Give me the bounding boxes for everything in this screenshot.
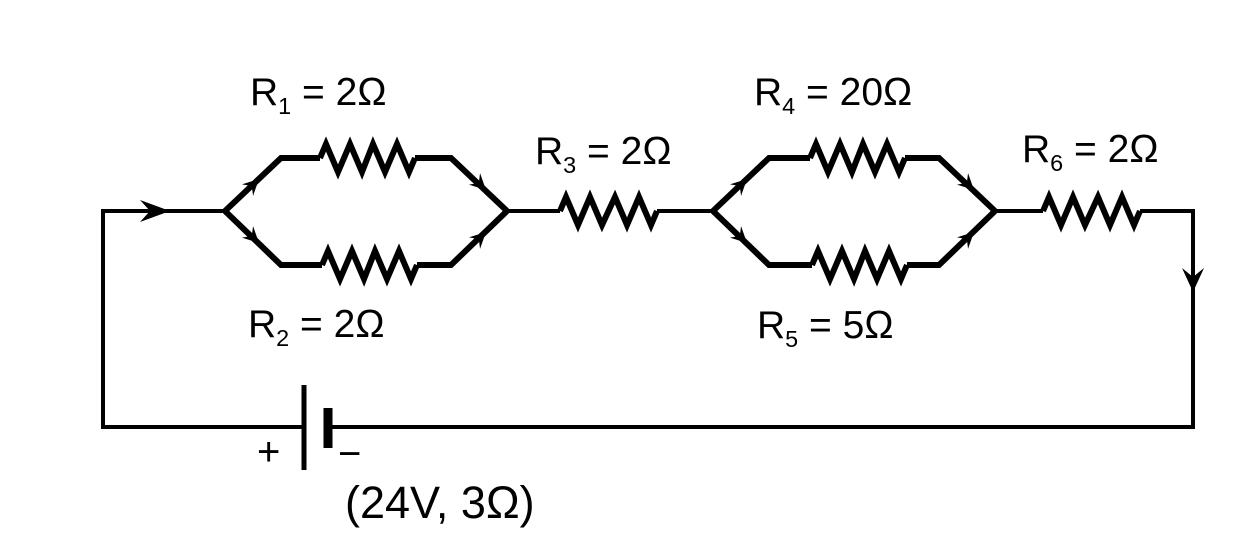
resistor-label-r3: R3 = 2Ω	[535, 130, 672, 177]
branch-pair2-bottom-right	[907, 208, 998, 268]
current-arrow-icon	[140, 200, 170, 222]
resistor-r5-subscript: 5	[785, 325, 799, 352]
resistor-r4-name: R	[754, 71, 783, 114]
branch-pair1-bottom-right	[417, 208, 510, 268]
resistor-r2-name: R	[248, 303, 277, 346]
branch-pair2-top-left	[710, 155, 810, 214]
battery-positive-label: +	[257, 430, 281, 474]
resistor-r4-value: = 20Ω	[795, 71, 913, 114]
resistor-r6-subscript: 6	[1050, 149, 1064, 176]
resistor-symbol-r5	[809, 243, 910, 287]
resistor-symbol-r6	[1040, 189, 1143, 233]
branch-arrow-icon	[729, 179, 747, 196]
resistor-r4-subscript: 4	[782, 92, 796, 119]
resistor-label-r1: R1 = 2Ω	[250, 71, 387, 118]
resistor-r1-value: = 2Ω	[291, 71, 387, 114]
branch-pair1-bottom-left	[222, 208, 322, 268]
resistor-label-r6: R6 = 2Ω	[1022, 128, 1159, 175]
resistor-r6-name: R	[1022, 128, 1051, 171]
branch-pair1-top-right	[415, 155, 510, 214]
branch-arrow-icon	[241, 179, 259, 196]
resistor-r3-name: R	[535, 130, 564, 173]
resistor-r5-name: R	[757, 304, 786, 347]
resistor-r6-value: = 2Ω	[1063, 128, 1159, 171]
battery-negative-label: −	[338, 432, 362, 476]
resistor-label-r4: R4 = 20Ω	[754, 71, 913, 118]
resistor-symbol-r4	[807, 136, 908, 180]
branch-pair2-top-right	[905, 155, 998, 214]
branch-arrow-icon	[956, 173, 974, 190]
wire-right-loop	[328, 209, 1195, 429]
resistor-r1-subscript: 1	[278, 92, 292, 119]
resistor-r5-value: = 5Ω	[798, 304, 894, 347]
branch-pair2-bottom-left	[710, 208, 812, 268]
branch-arrow-icon	[468, 173, 486, 190]
resistor-symbol-r3	[557, 189, 660, 233]
resistor-r3-subscript: 3	[563, 151, 577, 178]
branch-arrow-icon	[241, 226, 259, 243]
current-down-arrow-icon	[1182, 268, 1204, 292]
resistor-r3-value: = 2Ω	[576, 130, 672, 173]
branch-arrow-icon	[956, 232, 974, 249]
resistor-r2-value: = 2Ω	[289, 303, 385, 346]
branch-arrow-icon	[468, 232, 486, 249]
resistor-label-r5: R5 = 5Ω	[757, 304, 894, 351]
battery-spec-label: (24V, 3Ω)	[345, 477, 535, 528]
resistor-label-r2: R2 = 2Ω	[248, 303, 385, 350]
branch-pair1-top-left	[222, 155, 320, 214]
resistor-r1-name: R	[250, 71, 279, 114]
resistor-symbol-r1	[317, 136, 418, 180]
resistor-symbol-r2	[319, 243, 420, 287]
branch-arrow-icon	[729, 226, 747, 243]
resistor-r2-subscript: 2	[276, 324, 290, 351]
